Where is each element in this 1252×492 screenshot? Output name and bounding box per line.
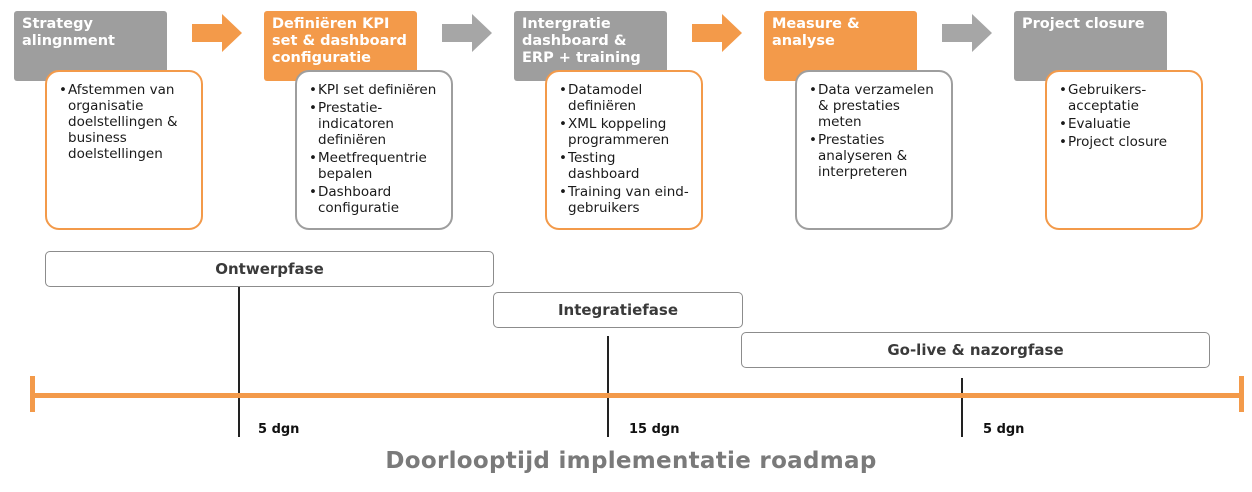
phase-marker-line <box>607 336 609 437</box>
step-details-4: Data verzamelen & prestaties meten Prest… <box>795 70 953 230</box>
phase-marker-line <box>238 287 240 437</box>
step-title-5: Project closure <box>1022 16 1145 32</box>
step-title-4: Measure & analyse <box>772 16 860 49</box>
bullet-item: KPI set definiëren <box>309 82 441 98</box>
bullet-item: Gebruikers-acceptatie <box>1059 82 1191 114</box>
phase-marker-line <box>961 378 963 437</box>
phase-label: Integratiefase <box>557 301 679 319</box>
bullet-item: Dashboard configuratie <box>309 184 441 216</box>
duration-label: 5 dgn <box>983 422 1025 437</box>
arrow-right-icon <box>192 14 242 52</box>
step-header-4: Measure & analyse <box>764 11 917 81</box>
step-details-5: Gebruikers-acceptatie Evaluatie Project … <box>1045 70 1203 230</box>
arrow-right-icon <box>692 14 742 52</box>
step-header-3: Intergratie dashboard & ERP + training <box>514 11 667 81</box>
bullet-item: Project closure <box>1059 134 1191 150</box>
bullet-item: Evaluatie <box>1059 116 1191 132</box>
bullet-item: Training van eind-gebruikers <box>559 184 691 216</box>
bullet-item: Testing dashboard <box>559 150 691 182</box>
step-details-3: Datamodel definiëren XML koppeling progr… <box>545 70 703 230</box>
timeline-bar <box>32 393 1242 398</box>
bullet-item: Data verzamelen & prestaties meten <box>809 82 941 130</box>
arrow-right-icon <box>442 14 492 52</box>
step-details-2: KPI set definiëren Prestatie-indicatoren… <box>295 70 453 230</box>
bullet-item: Meetfrequentrie bepalen <box>309 150 441 182</box>
step-details-1: Afstemmen van organisatie doelstellingen… <box>45 70 203 230</box>
phase-integratiefase: Integratiefase <box>493 292 743 328</box>
bullet-item: Datamodel definiëren <box>559 82 691 114</box>
phase-golive-nazorgfase: Go-live & nazorgfase <box>741 332 1210 368</box>
duration-label: 15 dgn <box>629 422 680 437</box>
bullet-item: Afstemmen van organisatie doelstellingen… <box>59 82 191 162</box>
duration-label: 5 dgn <box>258 422 300 437</box>
step-header-2: Definiëren KPI set & dashboard configura… <box>264 11 417 81</box>
step-title-2: Definiëren KPI set & dashboard configura… <box>272 16 407 66</box>
phase-ontwerpfase: Ontwerpfase <box>45 251 494 287</box>
step-header-1: Strategy alingnment <box>14 11 167 81</box>
phase-label: Go-live & nazorgfase <box>887 341 1064 359</box>
step-title-3: Intergratie dashboard & ERP + training <box>522 16 641 66</box>
timeline-end-cap <box>1239 376 1244 412</box>
bullet-item: XML koppeling programmeren <box>559 116 691 148</box>
bullet-item: Prestaties analyseren & interpreteren <box>809 132 941 180</box>
step-header-5: Project closure <box>1014 11 1167 81</box>
phase-label: Ontwerpfase <box>215 260 324 278</box>
arrow-right-icon <box>942 14 992 52</box>
step-title-1: Strategy alingnment <box>22 16 115 49</box>
diagram-caption: Doorlooptijd implementatie roadmap <box>385 448 877 474</box>
bullet-item: Prestatie-indicatoren definiëren <box>309 100 441 148</box>
